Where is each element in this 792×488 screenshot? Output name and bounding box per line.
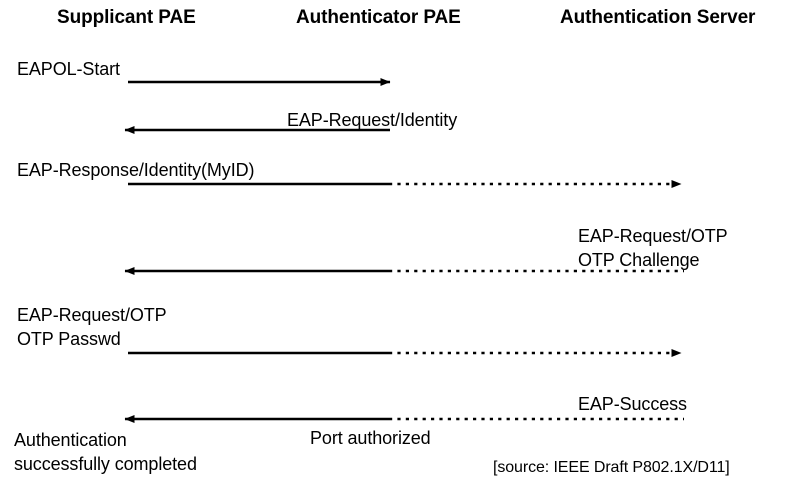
message-label-eap-success: EAP-Success [578,394,687,414]
annotation-line2: successfully completed [14,454,197,474]
message-label-eap-request-otp-challenge: EAP-Request/OTP OTP Challenge [578,224,728,272]
message-label-eap-request-otp-passwd: EAP-Request/OTP OTP Passwd [17,303,167,351]
column-header-supplicant-pae: Supplicant PAE [57,7,196,28]
message-label-eapol-start: EAPOL-Start [17,59,120,79]
message-label-port-authorized: Port authorized [310,428,431,448]
column-header-authentication-server: Authentication Server [560,7,756,28]
message-label-line2: OTP Passwd [17,329,121,349]
source-attribution: [source: IEEE Draft P802.1X/D11] [493,459,730,476]
message-label-eap-request-identity: EAP-Request/Identity [287,110,458,130]
annotation-authentication-completed: Authentication successfully completed [14,428,197,476]
annotation-line1: Authentication [14,430,127,450]
message-label-eap-response-identity: EAP-Response/Identity(MyID) [17,160,255,180]
message-label-line2: OTP Challenge [578,250,700,270]
message-label-line1: EAP-Request/OTP [578,226,728,246]
column-header-authenticator-pae: Authenticator PAE [296,7,461,28]
message-label-line1: EAP-Request/OTP [17,305,167,325]
